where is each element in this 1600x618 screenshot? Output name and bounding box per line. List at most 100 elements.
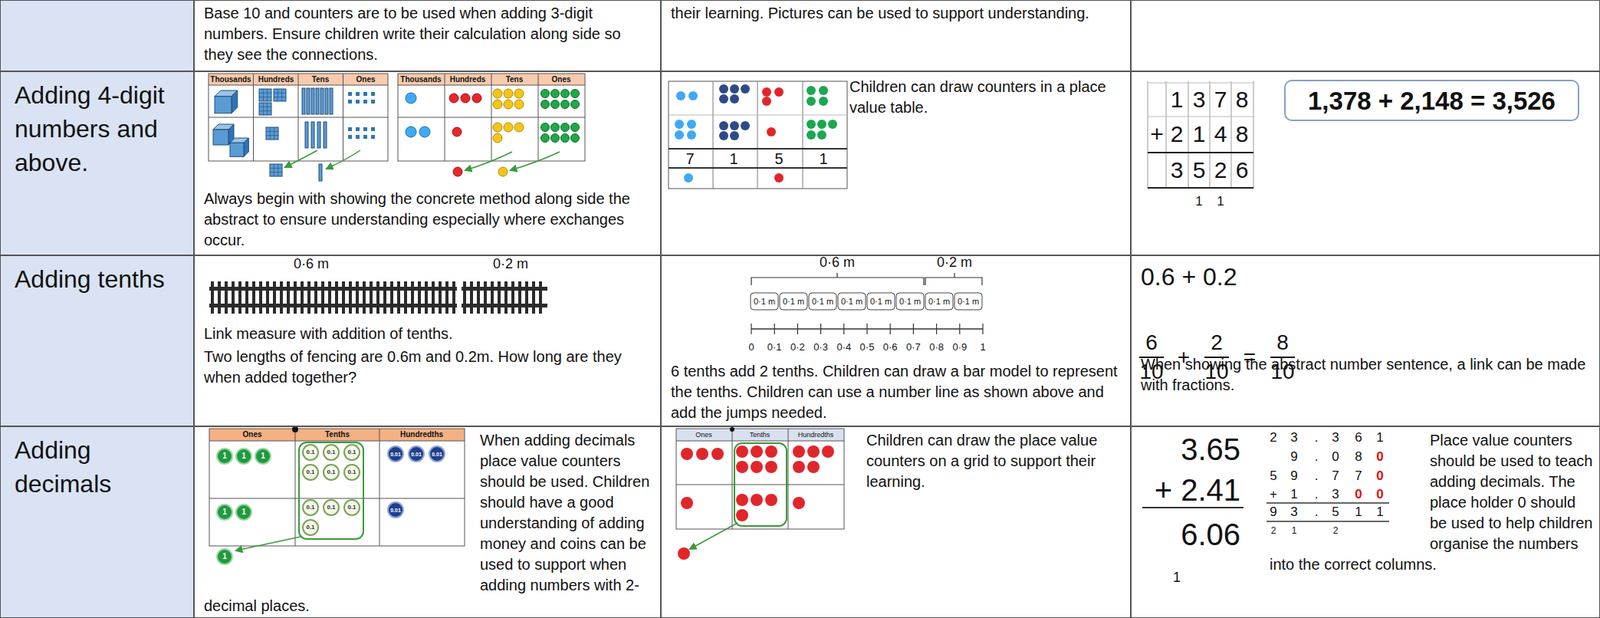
fence-slat: [511, 281, 515, 314]
table-label: 0: [1376, 487, 1384, 501]
table-label: 5: [1192, 158, 1206, 182]
fence-slat: [497, 281, 501, 314]
counter: [514, 99, 524, 109]
exchange-arrow: [689, 522, 738, 549]
exchange-group: [734, 443, 787, 526]
counter: [806, 119, 816, 129]
counter: [405, 126, 417, 138]
counter: [503, 122, 513, 132]
table-label: 0·1 m: [957, 297, 980, 306]
hundred-flat: [266, 88, 268, 102]
answer-line: [1266, 520, 1390, 523]
exchange-arrow: [465, 151, 513, 171]
counter: [806, 96, 816, 106]
counter: [571, 123, 580, 132]
table-line: [668, 114, 848, 116]
exchange-group: [298, 442, 364, 539]
bar-cell: [925, 292, 953, 310]
place-value-counter: 0.1: [343, 443, 361, 461]
table-label: + 2.41: [1154, 474, 1241, 506]
table-label: Ones: [355, 75, 375, 84]
table-label: 5: [774, 151, 783, 167]
place-value-counter: 1: [216, 548, 234, 566]
place-value-counter: 0.01: [387, 501, 405, 519]
table-outline: [668, 81, 848, 189]
fence-slat: [300, 281, 304, 314]
counter: [571, 100, 580, 109]
table-label: Ones: [551, 75, 571, 84]
place-value-counter: 0.1: [302, 463, 319, 481]
table-label: 10: [1139, 361, 1164, 383]
table-cell: their learning. Pictures can be used to …: [660, 0, 1131, 72]
number-sentence-box: 1,378 + 2,148 = 3,526: [1284, 79, 1580, 122]
thousand-cube: [229, 142, 244, 157]
table-line: [397, 117, 585, 119]
table-label: 0·6: [883, 341, 898, 352]
counter: [729, 94, 740, 104]
table-line: [668, 147, 848, 150]
bracket: [836, 272, 838, 278]
counter: [541, 100, 550, 109]
table-line: [676, 484, 845, 486]
body-text: Two lengths of fencing are 0.6m and 0.2m…: [203, 346, 657, 388]
table-label: 3: [1331, 430, 1339, 444]
bar-cell: [808, 292, 837, 310]
table-label: 3: [1192, 88, 1206, 112]
grid-line: [1147, 151, 1254, 154]
number-line-tick: [913, 323, 914, 335]
table-label: 6.06: [1180, 519, 1241, 550]
table-label: 2: [1210, 331, 1223, 354]
number-line-tick: [866, 323, 868, 335]
grid-line: [1147, 116, 1254, 118]
counter: [453, 167, 463, 177]
number-sentence: 0.6 + 0.2: [1140, 262, 1448, 292]
table-header: [209, 428, 465, 441]
table-outline: [397, 73, 585, 161]
counter: [750, 493, 763, 506]
grid-line: [1209, 81, 1211, 189]
fence-slat: [328, 281, 332, 314]
table-label: 0: [1354, 487, 1362, 501]
table-label: 2: [1271, 525, 1277, 536]
counter: [677, 547, 690, 560]
counter: [765, 493, 778, 506]
counter: [492, 133, 503, 143]
counter: [821, 445, 835, 458]
table-label: 7: [1331, 469, 1339, 483]
bar-cell: [779, 292, 808, 310]
table-label: Ones: [242, 430, 262, 439]
hundred-flat: [259, 110, 272, 112]
place-value-counter: 0.1: [302, 499, 319, 516]
body-text: Link measure with addition of tenths.: [203, 323, 657, 345]
hundred-flat: [259, 92, 272, 94]
fence-slat: [390, 281, 394, 314]
counter: [460, 93, 470, 103]
table-label: .: [1314, 469, 1319, 483]
decimal-point: [292, 426, 299, 433]
counter: [541, 123, 550, 132]
number-line-tick: [774, 323, 776, 335]
counter: [729, 131, 740, 141]
table-label: 10: [1204, 361, 1229, 383]
body-text: Always begin with showing the concrete m…: [203, 188, 657, 251]
counter: [750, 445, 763, 458]
exchange-arrow: [510, 151, 560, 171]
hundred-flat: [269, 167, 283, 169]
counter: [561, 123, 570, 132]
counter: [551, 89, 560, 99]
bar-cell: [954, 292, 983, 310]
fence-slat: [341, 281, 345, 314]
table-line: [379, 428, 381, 546]
place-value-counter: 0.1: [302, 519, 319, 536]
table-label: 1: [729, 151, 738, 167]
table-line: [732, 428, 733, 529]
counter: [818, 85, 828, 96]
place-value-counter: 0.1: [302, 443, 319, 461]
exchange-arrow: [236, 536, 301, 551]
fence-slat: [452, 281, 456, 314]
table-label: 1: [1170, 88, 1184, 112]
thousand-cube: [214, 96, 232, 114]
counter: [807, 445, 820, 458]
place-value-counter: 0.01: [428, 445, 446, 463]
one-cube: [348, 127, 352, 132]
